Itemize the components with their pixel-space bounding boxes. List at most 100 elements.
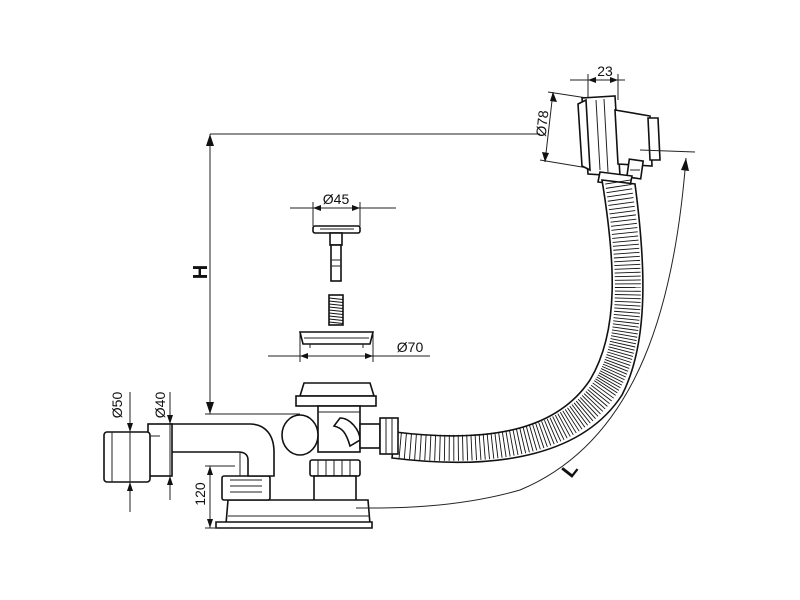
- hose-rib: [612, 235, 639, 239]
- hose-rib: [614, 275, 641, 278]
- hose-rib: [505, 430, 511, 457]
- hose-rib: [600, 368, 625, 381]
- hose-rib: [614, 304, 641, 307]
- hose-rib: [532, 424, 541, 450]
- hose-rib: [538, 422, 548, 447]
- hose-rib: [614, 271, 641, 274]
- hose-rib: [409, 433, 412, 460]
- hose-rib: [607, 348, 634, 357]
- hose-rib: [470, 434, 473, 461]
- hose-rib: [549, 417, 562, 442]
- hose-rib: [571, 404, 589, 426]
- outlet-inner-diameter-dimension: Ø40: [152, 392, 173, 500]
- hose-rib: [559, 412, 574, 436]
- hose-rib: [573, 402, 591, 424]
- hose-rib: [398, 432, 402, 459]
- spring-screw: [328, 294, 344, 326]
- hose-rib: [609, 214, 636, 219]
- hose-rib: [599, 370, 624, 383]
- hose-rib: [607, 351, 633, 360]
- hose-rib: [608, 205, 635, 211]
- hose-rib: [610, 338, 637, 345]
- hose-rib: [587, 389, 608, 407]
- hose-rib: [509, 430, 515, 456]
- hose-rib: [562, 410, 577, 434]
- hose-rib: [424, 434, 427, 461]
- hose-rib: [610, 335, 637, 341]
- hose-rib: [439, 434, 441, 461]
- waste-diameter-label: Ø70: [397, 339, 424, 355]
- hose-rib: [569, 405, 586, 428]
- hose-rib: [595, 378, 618, 394]
- hose-rib: [612, 243, 639, 247]
- hose-rib: [612, 323, 639, 328]
- hose-rib: [602, 363, 628, 375]
- hose-rib: [525, 426, 534, 452]
- hose-rib: [610, 222, 637, 227]
- hose-rib: [577, 398, 596, 419]
- hose-rib: [419, 433, 422, 460]
- hose-rib: [585, 391, 606, 410]
- hose-rib: [579, 397, 599, 417]
- hose-rib: [498, 431, 503, 458]
- hose-rib: [581, 395, 601, 415]
- hose-rib: [434, 434, 437, 461]
- spring-coil: [328, 312, 344, 315]
- hose-rib: [604, 359, 630, 369]
- hose-rib: [583, 393, 604, 412]
- hose-rib: [613, 251, 640, 255]
- hose-rib: [608, 346, 634, 354]
- height-label: H: [190, 265, 212, 279]
- hose-rib: [414, 433, 417, 460]
- hose-rib: [614, 297, 641, 300]
- hose-rib: [546, 418, 558, 443]
- hose-rib: [609, 210, 636, 215]
- hose-rib: [606, 354, 632, 363]
- hose-rib: [594, 380, 616, 396]
- spring-coil: [328, 315, 344, 318]
- hose-rib: [552, 416, 565, 441]
- hose-rib: [474, 434, 478, 461]
- hose-rib: [613, 320, 640, 325]
- hose-rib: [601, 365, 626, 378]
- trap-body: [215, 382, 399, 529]
- spring-coil: [328, 309, 344, 312]
- trap-height-dimension: 120: [192, 465, 235, 529]
- hose-rib: [482, 433, 486, 460]
- hose-rib: [609, 343, 635, 351]
- outlet-inner-diameter-label: Ø40: [152, 392, 168, 419]
- length-label: L: [558, 459, 583, 482]
- hose-rib: [613, 247, 640, 251]
- overflow-diameter-label: Ø78: [533, 109, 552, 137]
- hose-rib: [607, 192, 633, 198]
- hose-rib: [605, 356, 631, 366]
- hose-rib: [614, 300, 641, 303]
- hose-rib: [596, 376, 620, 391]
- hose-rib: [610, 218, 637, 223]
- plug-diameter-dimension: Ø45: [290, 191, 396, 226]
- hose-rib: [535, 423, 545, 449]
- hose-rib: [544, 419, 555, 445]
- hose-rib: [512, 429, 519, 456]
- hose-rib: [515, 428, 523, 455]
- hose-rib: [541, 421, 552, 446]
- hose-rib: [614, 263, 641, 267]
- hose-rib: [554, 414, 568, 439]
- hose-rib: [612, 239, 639, 243]
- hose-rib: [429, 434, 432, 461]
- flexible-hose: [391, 179, 644, 464]
- hose-rib: [575, 400, 594, 422]
- hose-rib: [614, 294, 641, 296]
- hose-rib: [522, 427, 530, 453]
- overflow-width-label: 23: [597, 63, 613, 79]
- hose-rib: [611, 231, 638, 235]
- hose-rib: [611, 227, 638, 231]
- plug-diameter-label: Ø45: [323, 191, 350, 207]
- hose-rib: [614, 310, 641, 314]
- outlet-elbow: [103, 423, 275, 483]
- hose-rib: [611, 329, 638, 335]
- hose-rib: [613, 317, 640, 321]
- hose-rib: [608, 201, 635, 206]
- hose-rib: [614, 307, 641, 311]
- hose-rib: [614, 267, 641, 270]
